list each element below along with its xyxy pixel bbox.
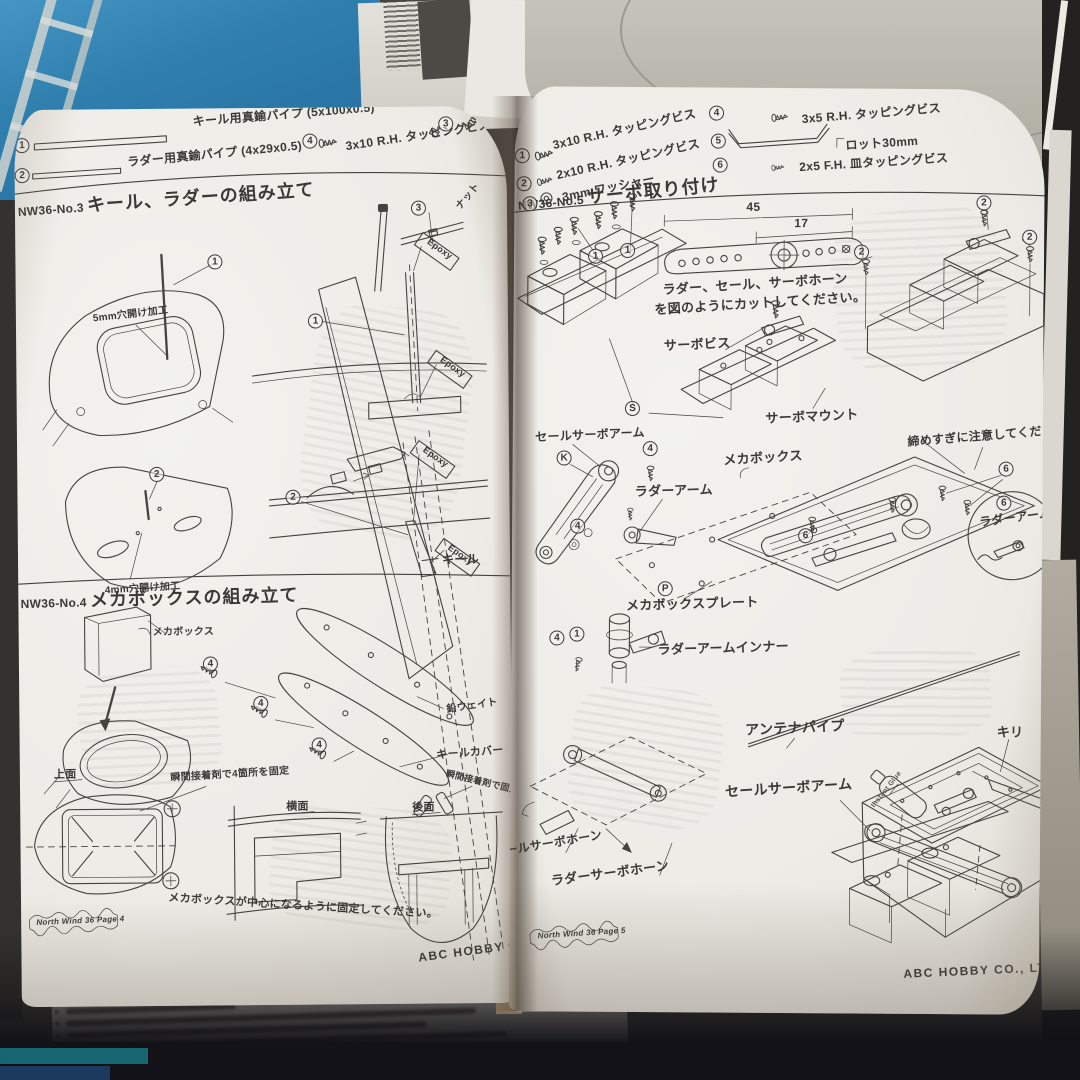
callout-4: 4 <box>709 105 725 121</box>
callout-4: 4 <box>642 441 658 457</box>
callout-6: 6 <box>998 461 1014 477</box>
bottom-black-strip <box>0 1042 1080 1080</box>
right-page-line-art <box>513 112 1046 951</box>
callout-2: 2 <box>976 195 992 211</box>
callout-2: 2 <box>854 244 870 260</box>
callout-S: S <box>624 400 641 417</box>
manual-left-page: 1 2 3 4 キール用真鍮パイプ (5x100x0.5) ラダー用真鍮パイプ … <box>14 105 514 1008</box>
kiri-label: キリ <box>996 724 1024 740</box>
callout-2: 2 <box>149 466 165 482</box>
antenna-pipe-drawing <box>748 651 1020 749</box>
callout-1: 1 <box>307 313 324 329</box>
blue-book-edge <box>0 1066 110 1080</box>
view-top-label: 上面 <box>53 768 77 781</box>
sail-arm-cluster-drawing <box>831 800 1023 944</box>
callout-6: 6 <box>798 528 814 544</box>
servo-on-mechabox-drawing <box>861 209 1045 382</box>
keel-label: キール <box>441 552 479 567</box>
deck-cross-section-drawing <box>251 232 487 420</box>
callout-5: 5 <box>710 133 726 149</box>
parts-icons-right <box>534 112 845 205</box>
callout-2: 2 <box>1022 229 1038 245</box>
callout-4: 4 <box>253 695 269 712</box>
callout-4: 4 <box>302 133 318 149</box>
left-page-line-art <box>14 127 511 961</box>
keel-cover-drawing <box>198 608 474 786</box>
rudder-arm-label: ラダーアーム <box>634 481 714 499</box>
hull-bow-drawing <box>42 253 234 447</box>
mechabox-top-assembly-drawing <box>717 440 1046 591</box>
servo-mount-drawing <box>680 300 837 411</box>
horn-dim-45: 45 <box>746 199 761 214</box>
servo-screw-label: サーボビス <box>663 335 731 354</box>
rudder-arm-inner-label: ラダーアームインナー <box>657 638 790 658</box>
servo-screw-cluster-drawing <box>517 193 724 418</box>
callout-1: 1 <box>14 138 30 154</box>
parts-icons-left <box>32 127 440 180</box>
callout-4: 4 <box>202 656 219 672</box>
callout-4: 4 <box>549 630 565 646</box>
paper-stack-text-column <box>383 0 421 71</box>
callout-1: 1 <box>569 626 585 642</box>
view-side-label: 横面 <box>286 800 309 813</box>
arms-and-plate-drawing <box>535 444 857 684</box>
callout-6: 6 <box>712 157 728 173</box>
callout-1: 1 <box>620 242 636 259</box>
callout-6: 6 <box>996 495 1012 511</box>
callout-4: 4 <box>311 737 327 753</box>
stern-plate-drawing <box>64 466 233 589</box>
teal-book-edge <box>0 1048 148 1064</box>
horn-linkage-drawing <box>521 736 707 876</box>
callout-2: 2 <box>516 176 532 192</box>
callout-4: 4 <box>570 518 586 534</box>
callout-P: P <box>657 581 673 597</box>
page5-stamp-box <box>529 920 619 951</box>
callout-3: 3 <box>410 200 427 216</box>
mechabox-tray-drawing <box>861 739 1046 938</box>
callout-3: 3 <box>438 116 454 132</box>
page4-stamp-box <box>29 908 119 937</box>
callout-2: 2 <box>285 489 301 505</box>
callout-1: 1 <box>207 254 223 270</box>
callout-K: K <box>556 450 572 466</box>
callout-2: 2 <box>14 168 30 184</box>
stern-side-drawing <box>268 440 491 578</box>
mechabox-insert-drawing <box>43 606 191 809</box>
three-views-drawing <box>26 779 503 943</box>
keel-fin-drawing <box>318 203 504 961</box>
dark-book-spine <box>417 0 475 80</box>
manual-right-page: 1 2 3 4 5 6 3x10 R.H. タッピングビス 2x10 R.H. … <box>508 86 1046 1015</box>
horn-dim-17: 17 <box>794 216 809 231</box>
callout-1: 1 <box>587 248 604 264</box>
mechabox-plate-label: メカボックスプレート <box>625 594 759 613</box>
callout-1: 1 <box>514 148 530 164</box>
callout-3: 3 <box>522 196 538 212</box>
view-rear-label: 後面 <box>412 801 435 814</box>
mechabox-label: メカボックス <box>152 626 215 638</box>
